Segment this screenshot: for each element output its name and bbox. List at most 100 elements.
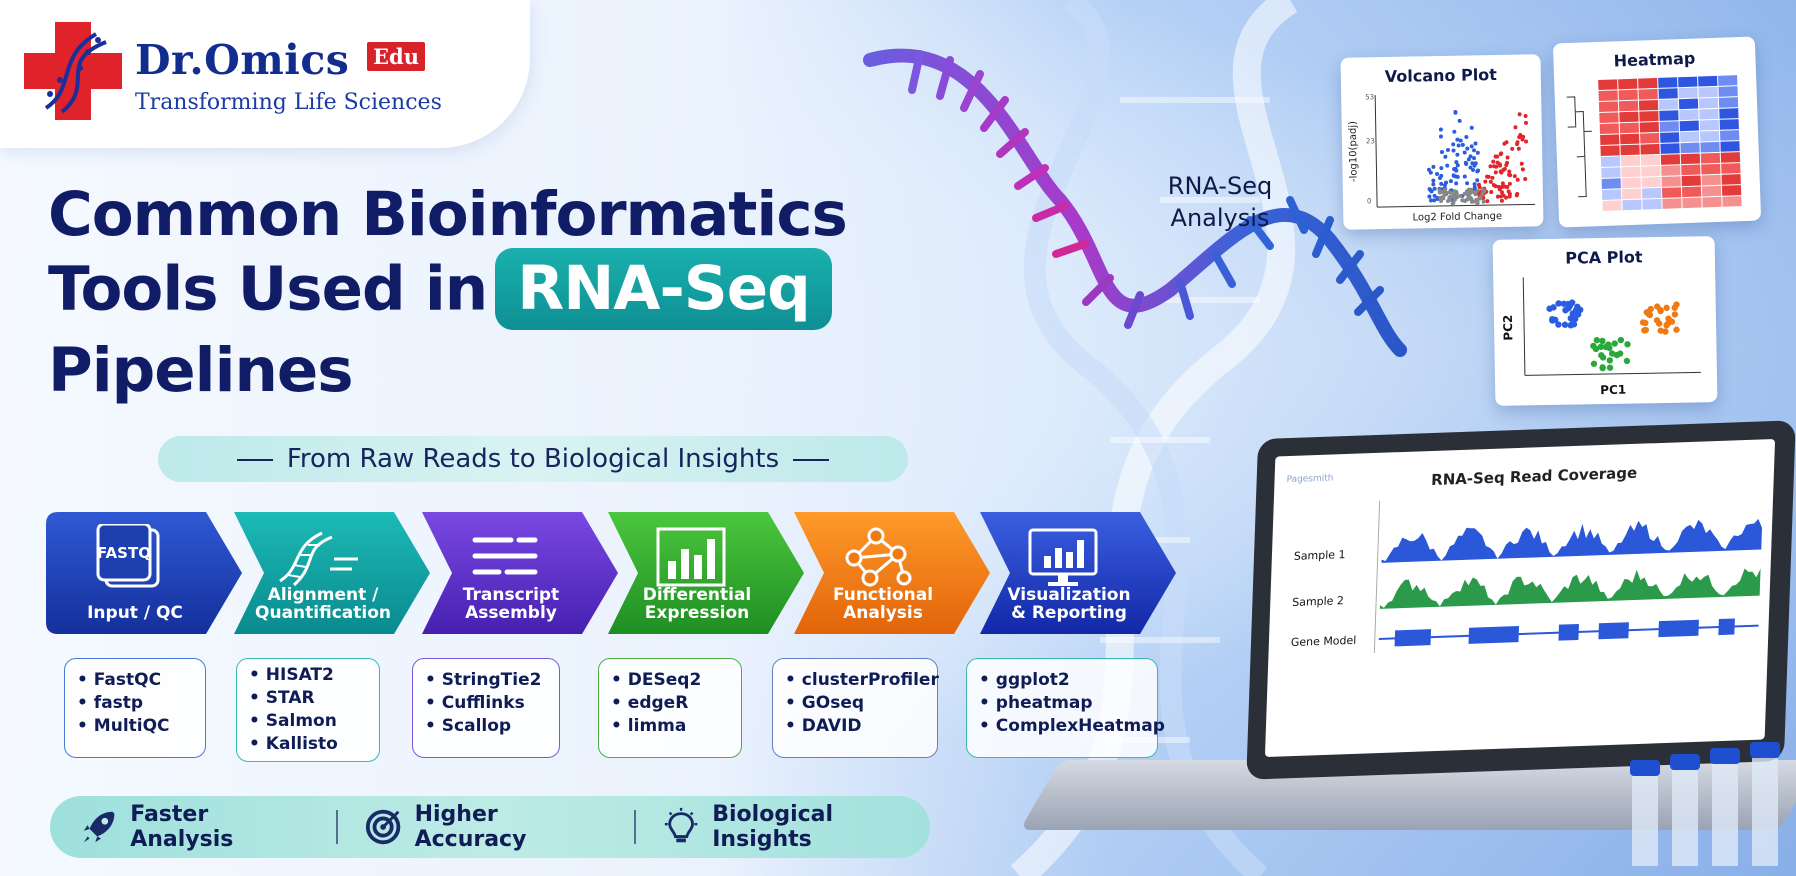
benefit-biological-insights: Biological Insights bbox=[662, 802, 930, 852]
plot-dot bbox=[1475, 178, 1480, 183]
heatmap-title: Heatmap bbox=[1613, 48, 1696, 71]
track-label-sample-2: Sample 2 bbox=[1292, 594, 1344, 609]
tool-item: Salmon bbox=[249, 710, 369, 733]
plot-dot bbox=[1470, 161, 1475, 166]
heatmap-cell bbox=[1621, 177, 1641, 189]
step-label-line-1: Transcript bbox=[462, 585, 560, 605]
plot-dot bbox=[1478, 194, 1483, 199]
plot-dot bbox=[1643, 309, 1651, 316]
plot-dot bbox=[1613, 351, 1621, 359]
step-label-line-1: Differential bbox=[642, 585, 752, 605]
plot-dot bbox=[1515, 177, 1520, 182]
plot-dot bbox=[1452, 194, 1457, 199]
plot-dot bbox=[1562, 307, 1569, 314]
coverage-chart: Pagesmith RNA-Seq Read Coverage Sample 1… bbox=[1286, 464, 1763, 654]
step-label-line-1: Visualization bbox=[1007, 585, 1131, 605]
laptop-screen: Pagesmith RNA-Seq Read Coverage Sample 1… bbox=[1264, 438, 1776, 758]
plot-dot bbox=[1463, 160, 1468, 165]
plot-dot bbox=[1496, 184, 1501, 189]
tool-item: ggplot2 bbox=[979, 669, 1147, 692]
step-arrow-shape bbox=[234, 512, 430, 634]
plot-dot bbox=[1455, 152, 1460, 157]
plot-dot bbox=[1464, 135, 1469, 140]
plot-dot bbox=[1518, 133, 1523, 138]
heatmap-cell bbox=[1640, 154, 1661, 166]
tool-item: pheatmap bbox=[979, 692, 1147, 715]
plot-dot bbox=[1663, 304, 1670, 312]
heatmap-cell bbox=[1662, 198, 1682, 209]
plot-dot bbox=[1476, 182, 1481, 187]
plot-dot bbox=[1454, 168, 1459, 173]
heatmap-cell bbox=[1600, 145, 1620, 156]
plot-dot bbox=[1427, 194, 1432, 199]
tool-item: GOseq bbox=[785, 692, 927, 715]
pca-ylabel: PC2 bbox=[1501, 315, 1515, 341]
dna-logo-icon bbox=[44, 32, 107, 114]
fastq-file-icon: FASTQ bbox=[46, 522, 212, 592]
volcano-title: Volcano Plot bbox=[1384, 65, 1498, 86]
heatmap-cell bbox=[1639, 121, 1659, 133]
plot-dot bbox=[1493, 170, 1498, 175]
step-label: Alignment /Quantification bbox=[240, 586, 406, 622]
tool-item: Kallisto bbox=[249, 733, 369, 756]
heatmap-card: Heatmap bbox=[1552, 36, 1762, 228]
heatmap-cell bbox=[1679, 109, 1699, 121]
plot-dot bbox=[1656, 320, 1663, 327]
plot-dot bbox=[1598, 352, 1605, 359]
heatmap-cell bbox=[1600, 156, 1621, 167]
volcano-ytick-top: 53 bbox=[1365, 93, 1374, 101]
heatmap-cell bbox=[1618, 89, 1638, 101]
network-icon bbox=[794, 522, 960, 592]
heatmap-cell bbox=[1702, 196, 1722, 208]
step-arrow-shape bbox=[794, 512, 990, 634]
plot-dot bbox=[1469, 144, 1474, 149]
heatmap-cell bbox=[1598, 79, 1618, 91]
heatmap-cell bbox=[1700, 130, 1720, 142]
tool-item: clusterProfiler bbox=[785, 669, 939, 692]
track-label-gene-model: Gene Model bbox=[1291, 634, 1357, 649]
tool-item: DESeq2 bbox=[611, 669, 731, 692]
brand-tagline: Transforming Life Sciences bbox=[135, 90, 442, 115]
plot-dot bbox=[1507, 169, 1512, 174]
plot-dot bbox=[1599, 364, 1606, 372]
heatmap-cell bbox=[1718, 86, 1738, 97]
heatmap-cell bbox=[1622, 199, 1642, 211]
plot-dot bbox=[1469, 125, 1474, 130]
plot-dot bbox=[1453, 110, 1458, 115]
plot-dot bbox=[1431, 182, 1436, 187]
plot-dot bbox=[1426, 167, 1431, 172]
plot-dot bbox=[1639, 319, 1647, 326]
plot-dot bbox=[1455, 194, 1460, 199]
plot-dot bbox=[1523, 120, 1528, 125]
plot-dot bbox=[1448, 190, 1453, 195]
fastq-label: FASTQ bbox=[97, 544, 151, 562]
step-label-line-2: & Reporting bbox=[1011, 603, 1127, 623]
plot-dot bbox=[1445, 198, 1450, 203]
rocket-icon bbox=[83, 811, 115, 843]
logo-panel: Dr.Omics Edu Transforming Life Sciences bbox=[0, 0, 530, 148]
plot-dot bbox=[1465, 189, 1470, 194]
plot-dot bbox=[1499, 151, 1504, 156]
heatmap-cell bbox=[1682, 197, 1702, 209]
plot-dot bbox=[1473, 161, 1478, 166]
subtitle-dash-right bbox=[793, 458, 830, 461]
plot-dot bbox=[1512, 174, 1517, 179]
tool-item: DAVID bbox=[785, 715, 927, 738]
heatmap-cell bbox=[1680, 131, 1700, 143]
sample-vials-icon bbox=[1630, 742, 1780, 866]
tool-item: limma bbox=[611, 715, 731, 738]
plot-dot bbox=[1443, 154, 1448, 159]
step-label-line-1: Alignment / bbox=[267, 585, 379, 605]
tool-item: FastQC bbox=[77, 669, 195, 692]
volcano-ylabel: -log10(padj) bbox=[1348, 121, 1360, 182]
heatmap-cell bbox=[1640, 143, 1660, 155]
plot-dot bbox=[1488, 164, 1493, 169]
plot-dot bbox=[1452, 129, 1457, 134]
plot-dot bbox=[1593, 336, 1601, 344]
plot-dot bbox=[1491, 182, 1496, 187]
plot-dot bbox=[1482, 188, 1487, 193]
plot-dot bbox=[1455, 137, 1460, 142]
target-icon bbox=[366, 809, 401, 845]
